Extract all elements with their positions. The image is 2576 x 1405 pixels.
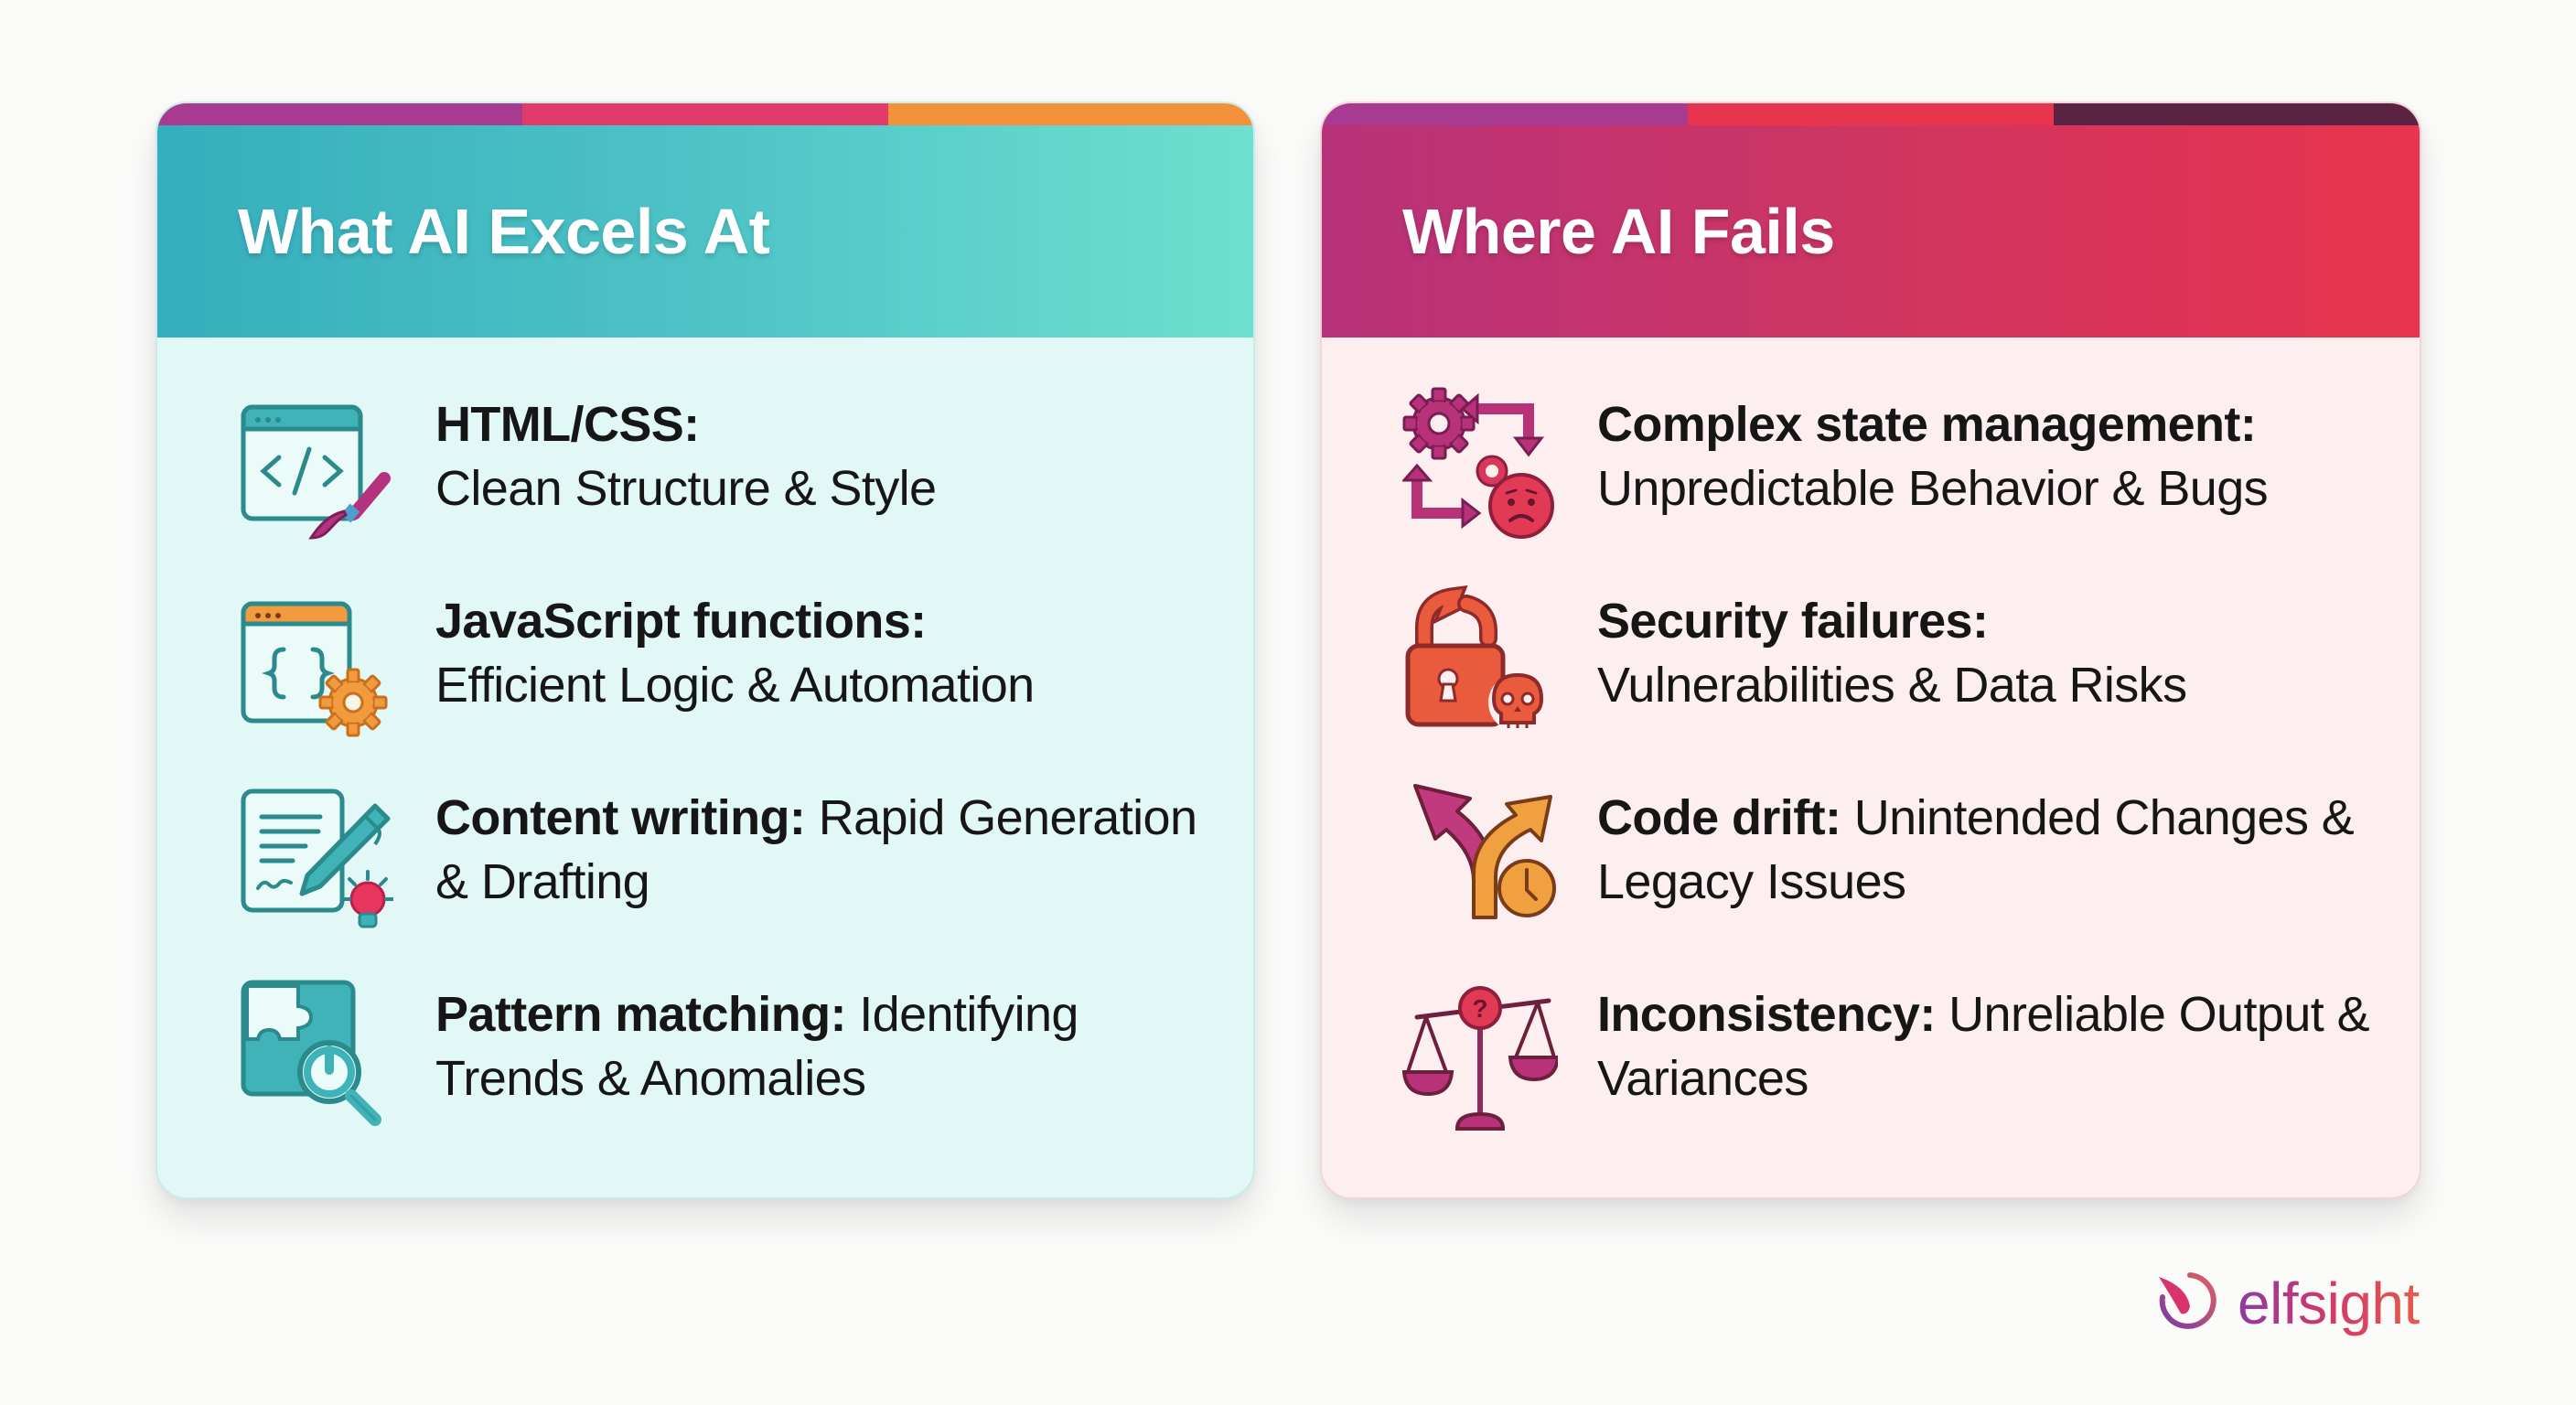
- script-window-gear-icon: [238, 584, 393, 739]
- item-text: Complex state management:Unpredictable B…: [1597, 397, 2269, 516]
- diverging-arrows-clock-icon: [1402, 780, 1558, 936]
- code-window-paintbrush-icon: [238, 387, 393, 542]
- item-text: Security failures:Vulnerabilities & Data…: [1597, 594, 2187, 713]
- item-text: Content writing: Rapid Generation & Draf…: [435, 790, 1197, 909]
- list-item: ? Inconsistency: Unreliable Output & Var…: [1322, 977, 2420, 1132]
- card-title: What AI Excels At: [238, 196, 770, 267]
- list-item: Security failures:Vulnerabilities & Data…: [1322, 584, 2420, 739]
- list-item: Complex state management:Unpredictable B…: [1322, 387, 2420, 542]
- item-text: Code drift: Unintended Changes & Legacy …: [1597, 790, 2355, 909]
- item-text: Inconsistency: Unreliable Output & Varia…: [1597, 987, 2370, 1106]
- item-text: Pattern matching: Identifying Trends & A…: [435, 987, 1079, 1106]
- list-item: HTML/CSS:Clean Structure & Style: [157, 387, 1253, 542]
- unbalanced-scale-question-icon: ?: [1401, 977, 1561, 1132]
- gears-arrows-sad-face-icon: [1401, 387, 1558, 542]
- fails-card: Where AI Fails: [1320, 102, 2421, 1199]
- item-text: JavaScript functions:Efficient Logic & A…: [435, 594, 1035, 713]
- accent-bar: [157, 103, 1253, 125]
- list-item: JavaScript functions:Efficient Logic & A…: [157, 584, 1253, 739]
- excels-card: What AI Excels At HTML/CSS:Clean Struc: [156, 102, 1255, 1199]
- logo-text: elfsight: [2238, 1271, 2420, 1336]
- puzzle-magnifier-icon: [238, 977, 393, 1132]
- card-title: Where AI Fails: [1402, 196, 1835, 267]
- broken-lock-skull-icon: [1402, 584, 1558, 739]
- card-header: Where AI Fails: [1322, 125, 2420, 338]
- svg-text:?: ?: [1472, 994, 1487, 1023]
- item-text: HTML/CSS:Clean Structure & Style: [435, 397, 937, 516]
- document-pen-lightbulb-icon: [238, 780, 395, 936]
- list-item: Code drift: Unintended Changes & Legacy …: [1322, 780, 2420, 936]
- list-item: Content writing: Rapid Generation & Draf…: [157, 780, 1253, 936]
- card-header: What AI Excels At: [157, 125, 1253, 338]
- list-item: Pattern matching: Identifying Trends & A…: [157, 977, 1253, 1132]
- elfsight-logo-icon: [2153, 1270, 2217, 1338]
- accent-bar: [1322, 103, 2420, 125]
- elfsight-logo[interactable]: elfsight: [2153, 1270, 2420, 1338]
